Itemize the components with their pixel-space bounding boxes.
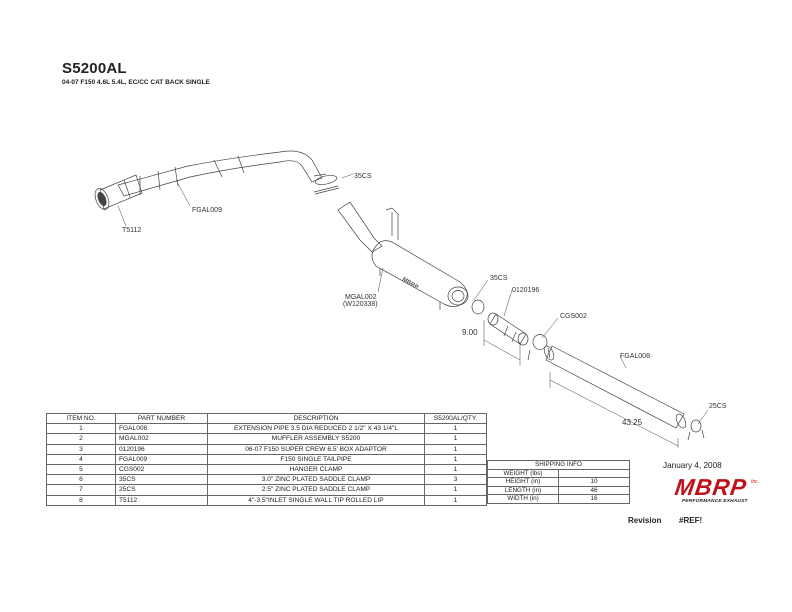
leader-lines (117, 173, 709, 425)
adaptor-drawing (471, 299, 529, 346)
dimension-lines (483, 320, 679, 448)
part-number: MGAL002 (115, 433, 208, 445)
shipping-label: WEIGHT (lbs) (487, 468, 559, 479)
part-qty: 1 (424, 494, 487, 506)
logo-wordmark: MBRP (673, 474, 749, 500)
part-description: MUFFLER ASSEMBLY S5200 (207, 433, 425, 445)
table-row: 4 FGAL009 F150 SINGLE TAILPIPE 1 (46, 453, 487, 466)
shipping-label: WIDTH (in) (487, 494, 559, 504)
item-no: 5 (46, 464, 116, 476)
callout-muffler-alt: (W120338) (343, 301, 378, 308)
callout-clamp-top: 35CS (354, 173, 372, 180)
part-number: FGAL009 (115, 453, 208, 466)
table-row: WIDTH (in) 16 (487, 494, 630, 504)
shipping-label: HEIGHT (in) (487, 477, 559, 487)
part-qty: 1 (424, 484, 487, 496)
part-qty: 1 (424, 433, 487, 445)
part-description: 3.0" ZINC PLATED SADDLE CLAMP (207, 474, 425, 486)
brand-logo: MBRP Inc. PERFORMANCE EXHAUST (673, 474, 775, 508)
callout-muffler: MGAL002 (345, 294, 377, 301)
part-description: 4"-3.5"INLET SINGLE WALL TIP ROLLED LIP (207, 494, 425, 506)
callout-tip: T5112 (122, 227, 141, 234)
extension-pipe-drawing (543, 345, 687, 429)
part-description: 2.5" ZINC PLATED SADDLE CLAMP (207, 484, 425, 496)
shipping-value (558, 468, 630, 479)
revision-value: #REF! (679, 516, 703, 525)
parts-header-description: DESCRIPTION (207, 412, 425, 425)
part-number: 35CS (115, 474, 208, 486)
part-number: 0120196 (115, 443, 208, 455)
parts-header-qty: S5200AL/QTY. (424, 412, 487, 425)
part-code-title: S5200AL (62, 60, 127, 77)
part-qty: 1 (424, 464, 487, 476)
table-row: 6 35CS 3.0" ZINC PLATED SADDLE CLAMP 3 (46, 474, 487, 486)
tailpipe-drawing (117, 150, 327, 197)
part-description: EXTENSION PIPE 3.5 DIA REDUCED 2 1/2" X … (207, 423, 425, 435)
callout-adaptor: 0120196 (512, 287, 539, 294)
table-row: 2 MGAL002 MUFFLER ASSEMBLY S5200 1 (46, 433, 487, 445)
hanger-clamp-drawing (527, 334, 551, 361)
part-qty: 3 (424, 474, 487, 486)
part-number: 25CS (115, 484, 208, 496)
shipping-info-title: SHIPPING INFO (487, 460, 630, 470)
logo-inc: Inc. (751, 479, 760, 485)
parts-table: ITEM NO. PART NUMBER DESCRIPTION S5200AL… (46, 412, 487, 506)
muffler-brand-mark: MBRP (401, 277, 419, 291)
part-qty: 1 (424, 443, 487, 455)
muffler-drawing (337, 201, 469, 310)
callout-clamp-mid: 35CS (490, 275, 508, 282)
part-description: HANGER CLAMP (207, 464, 425, 476)
part-description: F150 SINGLE TAILPIPE (207, 453, 425, 466)
shipping-value: 46 (558, 485, 630, 496)
clamp-top-drawing (313, 175, 340, 195)
part-number: CGS002 (115, 464, 208, 476)
item-no: 1 (46, 423, 116, 435)
dimension-adaptor-length: 9.00 (462, 328, 478, 337)
part-number: T5112 (115, 494, 208, 506)
shipping-info-table: SHIPPING INFO WEIGHT (lbs) HEIGHT (in) 1… (487, 460, 630, 504)
exhaust-tip-drawing (94, 174, 143, 210)
table-row: 7 25CS 2.5" ZINC PLATED SADDLE CLAMP 1 (46, 484, 487, 496)
table-row: 5 CGS002 HANGER CLAMP 1 (46, 464, 487, 476)
part-qty: 1 (424, 453, 487, 466)
item-no: 6 (46, 474, 116, 486)
drawing-date: January 4, 2008 (663, 461, 722, 470)
item-no: 4 (46, 453, 116, 466)
table-row: HEIGHT (in) 10 (487, 477, 630, 487)
item-no: 7 (46, 484, 116, 496)
logo-tagline: PERFORMANCE EXHAUST (682, 499, 748, 504)
item-no: 3 (46, 443, 116, 455)
table-row: WEIGHT (lbs) (487, 468, 630, 479)
table-row: 1 FGAL008 EXTENSION PIPE 3.5 DIA REDUCED… (46, 423, 487, 435)
table-row: 8 T5112 4"-3.5"INLET SINGLE WALL TIP ROL… (46, 494, 487, 506)
part-number: FGAL008 (115, 423, 208, 435)
shipping-value: 10 (558, 477, 630, 487)
clamp-end-drawing (687, 419, 705, 441)
callout-hanger-clamp: CGS002 (560, 313, 587, 320)
parts-header-item-no: ITEM NO. (46, 412, 116, 425)
dimension-extension-length: 43.25 (622, 418, 643, 427)
revision-label: Revision (628, 516, 662, 525)
table-row: LENGTH (in) 46 (487, 485, 630, 496)
callout-clamp-end: 25CS (709, 403, 727, 410)
part-qty: 1 (424, 423, 487, 435)
shipping-value: 16 (558, 494, 630, 504)
callout-tailpipe: FGAL009 (192, 207, 222, 214)
shipping-title-row: SHIPPING INFO (487, 460, 630, 470)
item-no: 2 (46, 433, 116, 445)
part-description: 06-07 F150 SUPER CREW 6.5' BOX ADAPTOR (207, 443, 425, 455)
item-no: 8 (46, 494, 116, 506)
parts-header-part-number: PART NUMBER (115, 412, 208, 425)
table-row: 3 0120196 06-07 F150 SUPER CREW 6.5' BOX… (46, 443, 487, 455)
callout-extension-pipe: FGAL008 (620, 353, 650, 360)
shipping-label: LENGTH (in) (487, 485, 559, 496)
part-description-subtitle: 04-07 F150 4.6L 5.4L, EC/CC CAT BACK SIN… (62, 79, 210, 86)
parts-table-header-row: ITEM NO. PART NUMBER DESCRIPTION S5200AL… (46, 412, 487, 425)
